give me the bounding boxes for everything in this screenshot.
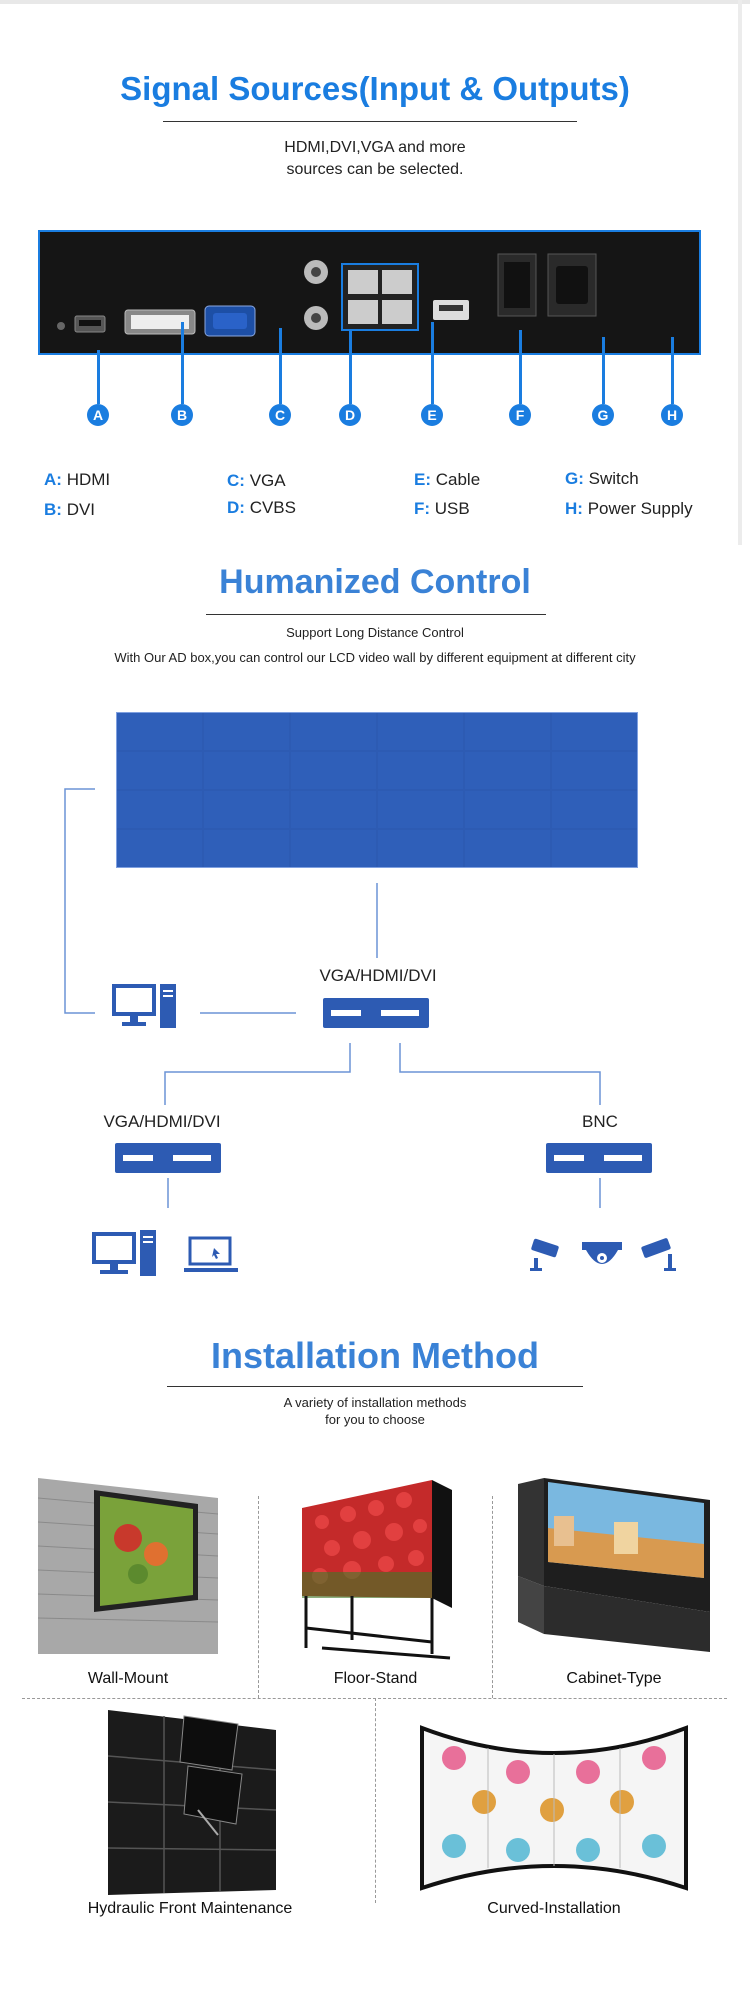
control-network-lines <box>64 788 601 1208</box>
legend-e: E: Cable <box>414 470 481 489</box>
hydraulic-image <box>107 1710 278 1895</box>
laptop-icon <box>184 1236 238 1272</box>
wall-mount-label: Wall-Mount <box>87 1670 169 1687</box>
left-control-box <box>115 1143 221 1173</box>
right-device-label: BNC <box>582 1112 618 1131</box>
control-subtitle-line2: With Our AD box,you can control our LCD … <box>114 650 636 665</box>
legend-f: F: USB <box>414 499 470 518</box>
port-marker-h: H <box>661 404 683 426</box>
center-device-label: VGA/HDMI/DVI <box>319 966 437 985</box>
legend-a: A: HDMI <box>44 470 111 489</box>
port-marker-e: E <box>421 404 443 426</box>
bullet-camera-icon <box>530 1238 559 1271</box>
cabinet-type-label: Cabinet-Type <box>566 1670 662 1687</box>
port-marker-f: F <box>509 404 531 426</box>
title-rule-2 <box>206 614 546 615</box>
port-marker-g: G <box>592 404 614 426</box>
legend-b: B: DVI <box>44 500 96 519</box>
port-line-g <box>602 337 605 404</box>
divider-h <box>22 1698 727 1699</box>
hydraulic-label: Hydraulic Front Maintenance <box>87 1900 293 1917</box>
wall-mount-image <box>37 1478 219 1654</box>
port-line-f <box>519 330 522 404</box>
title-rule-1 <box>163 121 577 122</box>
desktop-computer-icon <box>112 984 176 1028</box>
legend-d: D: CVBS <box>227 498 296 517</box>
divider-v1 <box>258 1496 259 1698</box>
port-line-a <box>97 350 100 404</box>
cabinet-type-image <box>514 1478 714 1654</box>
port-marker-c: C <box>269 404 291 426</box>
port-line-h <box>671 337 674 404</box>
center-control-box <box>323 998 429 1028</box>
desktop-computer-icon-2 <box>92 1230 156 1276</box>
divider-v2 <box>492 1496 493 1698</box>
port-line-e <box>431 322 434 404</box>
install-subtitle-line1: A variety of installation methods <box>283 1395 467 1410</box>
port-marker-a: A <box>87 404 109 426</box>
signal-sources-title: Signal Sources(Input & Outputs) <box>120 70 630 107</box>
curved-installation-label: Curved-Installation <box>487 1900 621 1917</box>
rear-ports-illustration <box>57 253 597 337</box>
signal-subtitle-line1: HDMI,DVI,VGA and more <box>284 139 466 156</box>
port-line-c <box>279 328 282 404</box>
divider-v3 <box>375 1698 376 1903</box>
device-back-panel <box>38 230 701 355</box>
port-line-d <box>349 330 352 404</box>
top-border <box>0 0 750 4</box>
right-edge-strip <box>738 0 742 545</box>
title-rule-3 <box>167 1386 583 1387</box>
port-marker-b: B <box>171 404 193 426</box>
humanized-control-title: Humanized Control <box>219 563 531 601</box>
curved-installation-image <box>418 1718 690 1894</box>
legend-c: C: VGA <box>227 471 286 490</box>
floor-stand-image <box>292 1478 462 1662</box>
signal-subtitle-line2: sources can be selected. <box>286 161 464 178</box>
install-subtitle-line2: for you to choose <box>325 1412 425 1427</box>
floor-stand-label: Floor-Stand <box>333 1670 418 1687</box>
legend-g: G: Switch <box>565 469 639 488</box>
port-line-b <box>181 322 184 404</box>
legend-h: H: Power Supply <box>565 499 693 518</box>
installation-method-title: Installation Method <box>211 1335 539 1376</box>
video-wall-grid <box>116 712 638 868</box>
left-device-label: VGA/HDMI/DVI <box>103 1112 221 1131</box>
security-camera-icon <box>641 1238 676 1271</box>
dome-camera-icon <box>582 1242 622 1264</box>
port-marker-d: D <box>339 404 361 426</box>
right-control-box <box>546 1143 652 1173</box>
control-subtitle-line1: Support Long Distance Control <box>286 625 464 640</box>
